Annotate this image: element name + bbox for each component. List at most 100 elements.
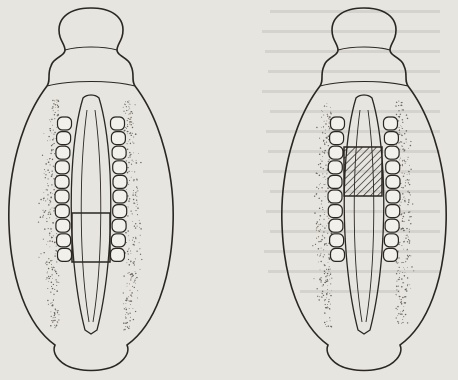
stipple-dot [133, 161, 134, 162]
stipple-dot [320, 270, 321, 271]
stipple-dot [318, 188, 319, 189]
stipple-dot [46, 279, 47, 280]
stipple-dot [43, 192, 44, 193]
stipple-dot [132, 142, 133, 143]
stipple-dot [397, 262, 398, 263]
stipple-dot [130, 317, 131, 318]
stipple-dot [323, 295, 324, 296]
stipple-dot [128, 114, 129, 115]
stipple-dot [404, 200, 406, 202]
stipple-dot [321, 187, 322, 188]
stipple-dot [129, 264, 131, 266]
head-fold-line [65, 47, 117, 50]
stipple-dot [323, 177, 324, 178]
stipple-dot [316, 230, 317, 231]
stipple-dot [325, 179, 326, 180]
stipple-dot [44, 211, 46, 213]
stipple-dot [132, 113, 133, 114]
stipple-dot [52, 222, 53, 223]
somite-right [384, 248, 398, 261]
stipple-dot [52, 133, 53, 134]
stipple-dot [398, 101, 399, 102]
stipple-dot [135, 203, 136, 204]
stipple-dot [128, 162, 130, 164]
somite-left [330, 234, 344, 247]
stipple-dot [51, 267, 52, 268]
stipple-dot [52, 260, 53, 261]
stipple-dot [319, 296, 320, 297]
stipple-dot [54, 186, 55, 187]
stipple-dot [45, 200, 46, 201]
stipple-dot [408, 237, 409, 238]
stipple-dot [50, 153, 51, 154]
stipple-dot [47, 194, 48, 195]
stipple-dot [325, 276, 326, 277]
stipple-dot [55, 104, 56, 105]
stipple-dot [129, 326, 130, 327]
stipple-dot [405, 272, 406, 273]
stipple-dot [321, 160, 322, 161]
stipple-dot [129, 119, 130, 120]
stipple-dot [399, 129, 400, 130]
stipple-dot [316, 193, 318, 195]
stipple-dot [54, 325, 55, 326]
stipple-dot [323, 249, 324, 250]
stipple-dot [328, 139, 329, 140]
stipple-dot [321, 239, 323, 241]
stipple-dot [409, 179, 410, 180]
stipple-dot [404, 275, 406, 277]
stipple-dot [135, 273, 136, 274]
stipple-dot [319, 241, 320, 242]
somite-right [112, 219, 126, 232]
stipple-dot [405, 261, 406, 262]
stipple-dot [403, 216, 405, 218]
stipple-dot [402, 199, 403, 200]
stipple-dot [409, 229, 410, 230]
stipple-dot [401, 245, 402, 246]
stipple-dot [56, 102, 57, 103]
stipple-dot [54, 100, 55, 101]
stipple-dot [326, 281, 327, 282]
stipple-dot [53, 149, 54, 150]
stipple-dot [129, 240, 130, 241]
stipple-dot [400, 141, 401, 142]
stipple-dot [54, 267, 55, 268]
stipple-dot [402, 262, 403, 263]
stipple-dot [52, 100, 53, 101]
stipple-dot [402, 122, 403, 123]
stipple-dot [47, 159, 48, 160]
stipple-dot [137, 188, 138, 189]
stipple-dot [45, 177, 46, 178]
neural-groove-right [93, 110, 101, 322]
stipple-dot [400, 228, 401, 229]
stipple-dot [326, 297, 327, 298]
somite-left [331, 248, 345, 261]
stipple-dot [325, 280, 326, 281]
neural-plate-outline [71, 95, 111, 334]
stipple-dot [44, 133, 45, 134]
stipple-dot [402, 128, 403, 129]
stipple-dot [40, 253, 41, 254]
stipple-dot [49, 172, 50, 173]
stipple-dot [403, 316, 404, 317]
stipple-dot [51, 305, 53, 307]
stipple-dot [128, 184, 129, 185]
stipple-dot [329, 293, 330, 294]
stipple-dot [402, 142, 403, 143]
stipple-dot [54, 315, 55, 316]
stipple-dot [398, 286, 399, 287]
stipple-dot [399, 277, 400, 278]
stipple-dot [316, 172, 317, 173]
stipple-dot [316, 288, 317, 289]
stipple-dot [325, 129, 326, 130]
stipple-dot [55, 309, 56, 310]
stipple-dot [128, 110, 129, 111]
stipple-dot [327, 137, 328, 138]
head-fold-line [338, 47, 390, 50]
stipple-dot [397, 321, 398, 322]
stipple-dot [324, 243, 325, 244]
stipple-dot [324, 143, 325, 144]
stipple-dot [54, 132, 55, 133]
stipple-dot [130, 304, 131, 305]
stipple-dot [134, 287, 135, 288]
